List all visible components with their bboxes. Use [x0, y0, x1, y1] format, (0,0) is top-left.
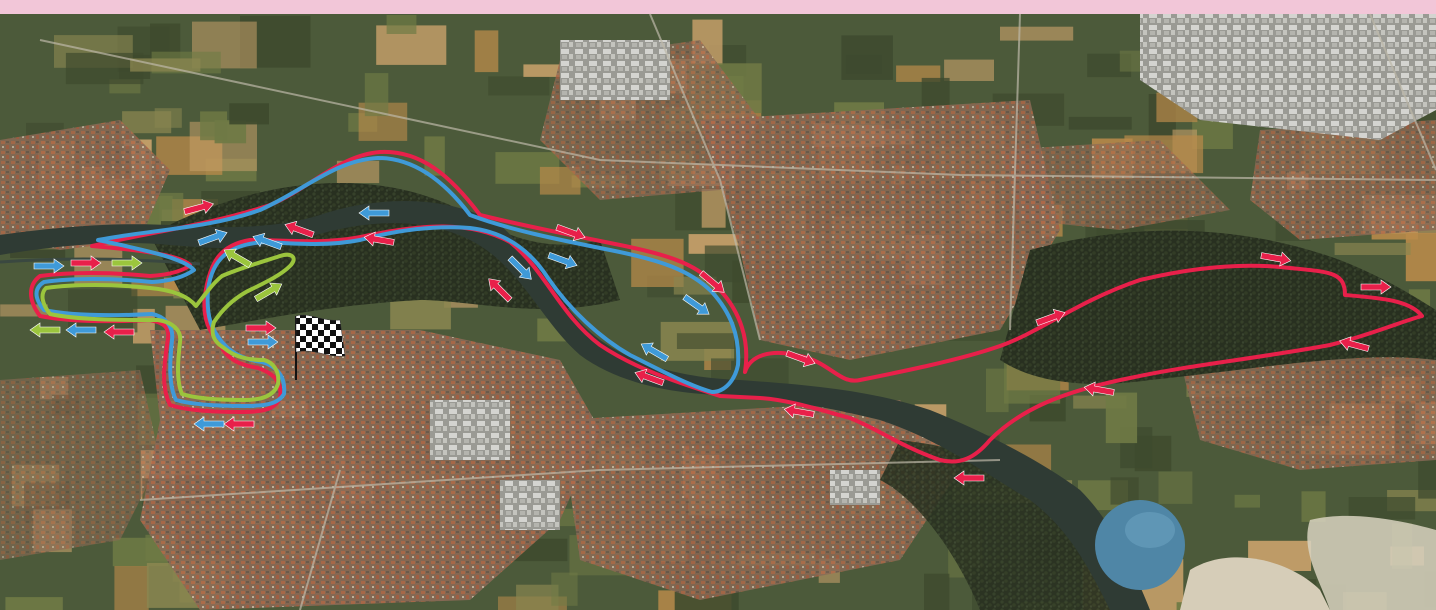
direction-arrow-icon	[223, 248, 253, 269]
direction-arrow-icon	[783, 403, 815, 419]
direction-arrow-icon	[193, 416, 225, 432]
direction-arrow-icon	[197, 228, 228, 246]
direction-arrow-icon	[29, 322, 61, 338]
direction-arrow-icon	[682, 294, 710, 315]
direction-arrow-icon	[252, 232, 283, 250]
direction-arrow-icon	[247, 334, 279, 350]
direction-arrow-icon	[698, 270, 725, 293]
direction-arrow-icon	[953, 470, 985, 486]
route-red	[29, 149, 1424, 464]
roads	[39, 13, 1436, 610]
route-green	[40, 252, 296, 402]
direction-arrow-icon	[634, 368, 665, 386]
direction-arrow-icon	[555, 224, 586, 242]
direction-arrow-icon	[103, 324, 135, 340]
direction-arrow-icon	[488, 278, 513, 303]
direction-arrow-icon	[183, 199, 214, 215]
direction-arrow-icon	[640, 342, 670, 363]
quarry	[1180, 557, 1330, 610]
checkered-flag-icon	[295, 314, 346, 380]
direction-arrow-icon	[785, 350, 816, 368]
direction-arrow-icon	[1360, 279, 1392, 295]
direction-arrow-icon	[253, 282, 283, 303]
scan-top-edge	[0, 0, 1436, 14]
direction-arrow-icon	[223, 416, 255, 432]
route-loops	[29, 149, 1424, 464]
direction-arrow-icon	[111, 255, 143, 271]
direction-arrow-icon	[1260, 251, 1292, 267]
industrial-areas	[430, 14, 1436, 530]
route-blue	[34, 156, 741, 408]
direction-arrow-icon	[507, 255, 532, 280]
direction-arrows	[29, 199, 1392, 486]
direction-arrow-icon	[1339, 336, 1370, 352]
direction-arrow-icon	[1035, 308, 1066, 326]
direction-arrow-icon	[547, 252, 578, 270]
direction-arrow-icon	[1083, 381, 1115, 397]
direction-arrow-icon	[363, 231, 395, 247]
direction-arrow-icon	[245, 320, 277, 336]
direction-arrow-icon	[284, 220, 315, 238]
direction-arrow-icon	[65, 322, 97, 338]
direction-arrow-icon	[33, 258, 65, 274]
direction-arrow-icon	[358, 205, 390, 221]
direction-arrow-icon	[70, 255, 102, 271]
